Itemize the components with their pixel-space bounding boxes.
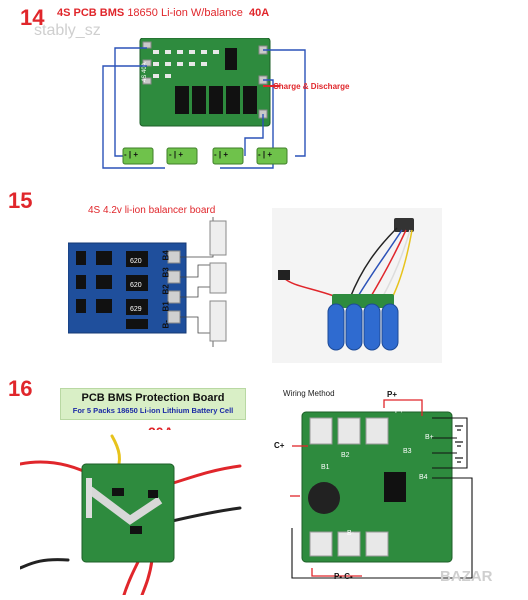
charge-discharge-label: Charge & Discharge: [273, 82, 350, 91]
svg-text:620: 620: [130, 258, 142, 265]
svg-text:620: 620: [130, 282, 142, 289]
section-16-title-box: PCB BMS Protection Board For 5 Packs 186…: [60, 388, 246, 420]
section-number-15: 15: [8, 188, 33, 213]
balancer-board-diagram: 620 620 629: [68, 217, 227, 347]
section-number-16: 16: [8, 376, 33, 401]
wiring-lines: [102, 47, 306, 169]
title-sub: 18650 Li-ion W/balance: [127, 7, 243, 19]
mosfet-row: [175, 86, 257, 114]
title-amp: 40A: [249, 7, 270, 19]
balancer-pin-labels: B4 B3 B2 B1 B-: [161, 250, 171, 329]
balancer-battery-photo: [272, 208, 442, 363]
section-15-title: 4S 4.2v li-ion balancer board: [88, 205, 216, 216]
watermark-text: stably_sz: [34, 22, 101, 39]
label-c-plus: C+: [274, 441, 285, 450]
label-p-c-minus: P- C-: [334, 572, 353, 581]
title-line2: For 5 Packs 18650 Li-ion Lithium Battery…: [72, 406, 234, 415]
title-line1: PCB BMS Protection Board: [81, 392, 225, 404]
battery-cells: [122, 147, 288, 165]
wiring-method-title: Wiring Method: [283, 389, 335, 398]
label-p-plus: P+: [387, 390, 398, 399]
watermark-bazar: BAZAR: [440, 568, 493, 585]
title-main: 4S PCB BMS: [57, 7, 125, 19]
bms-4s-diagram: 4S 40A: [102, 38, 306, 169]
bms-5s-photo: [20, 430, 250, 595]
wiring-method-diagram: [272, 398, 482, 588]
small-components: [153, 50, 219, 78]
svg-text:629: 629: [130, 306, 142, 313]
board-text: 4S 40A: [142, 62, 148, 82]
section-number-14: 14: [20, 5, 45, 30]
section-14-title: 4S PCB BMS 18650 Li-ion W/balance 40A: [57, 7, 269, 19]
